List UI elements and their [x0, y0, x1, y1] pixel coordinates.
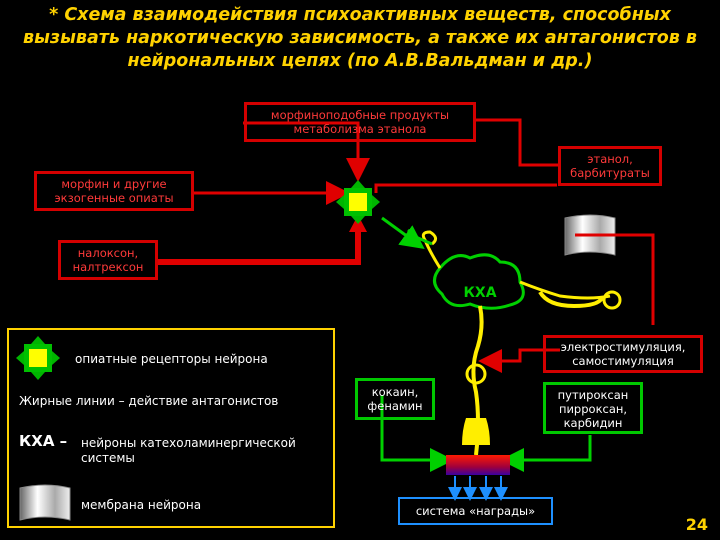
box-naloxone: налоксон, налтрексон [58, 240, 158, 280]
diagram-title: * Схема взаимодействия психоактивных вещ… [0, 4, 720, 73]
line-ethanol-membrane [575, 233, 655, 325]
neuron-label: КХА [463, 285, 496, 301]
line-ethanol-to-receptor [374, 183, 557, 193]
title-line-2: вызывать наркотическую зависимость, а та… [23, 28, 697, 48]
legend-kha-abbr: КХА – [19, 432, 68, 450]
arrow-pyrroxan [500, 435, 592, 472]
reward-receptor-bar [446, 455, 510, 475]
line-ethanol [475, 118, 558, 167]
arrow-cocaine [380, 395, 454, 472]
synapse-terminal [462, 418, 490, 445]
title-line-1: * Схема взаимодействия психоактивных вещ… [49, 5, 671, 25]
title-line-3: нейрональных цепях (по А.В.Вальдман и др… [127, 51, 593, 71]
box-morphine-like-products: морфиноподобные продукты метаболизма эта… [244, 102, 476, 142]
reward-arrows [448, 476, 508, 501]
legend-membrane-icon [19, 484, 71, 521]
legend-bold-lines: Жирные линии – действие антагонистов [19, 394, 279, 408]
box-reward-system: система «награды» [398, 497, 553, 525]
green-link-receptor [407, 228, 433, 246]
antagonist-naloxone-line [158, 230, 361, 265]
legend-panel: опиатные рецепторы нейрона Жирные линии … [7, 328, 335, 528]
legend-opiate-receptors: опиатные рецепторы нейрона [75, 352, 268, 366]
arrow-electrostim [478, 348, 560, 373]
box-electrostimulation: электростимуляция, самостимуляция [543, 335, 703, 373]
legend-kha-desc: нейроны катехоламинергической системы [81, 436, 296, 465]
opiate-receptor-icon [336, 180, 380, 224]
page-number: 24 [685, 515, 708, 534]
box-morphine-opiates: морфин и другие экзогенные опиаты [34, 171, 194, 211]
legend-membrane: мембрана нейрона [81, 498, 202, 512]
arrow-receptor-to-neuron [381, 216, 425, 250]
box-ethanol-barbiturates: этанол, барбитураты [558, 146, 662, 186]
box-cocaine: кокаин, фенамин [355, 378, 435, 420]
box-pyrroxan: путироксан пирроксан, карбидин [543, 382, 643, 434]
